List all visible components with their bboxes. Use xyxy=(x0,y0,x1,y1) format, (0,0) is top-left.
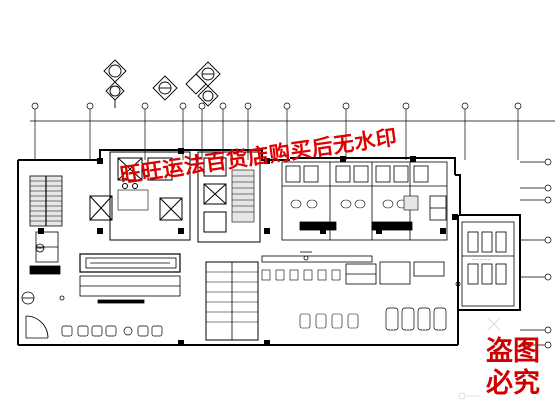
sinks xyxy=(290,195,419,211)
diamond-marker-3 xyxy=(195,61,221,107)
toilet-stalls xyxy=(285,165,429,183)
faint-marks xyxy=(458,317,501,400)
beds xyxy=(467,231,507,285)
structural-columns xyxy=(38,148,458,346)
stamp-line-1: 盗图 xyxy=(486,336,540,367)
svg-text:— — — — —: — — — — — xyxy=(472,257,491,261)
elevator-core xyxy=(89,151,191,241)
axis-grid-right xyxy=(520,158,552,349)
equipment-row-2 xyxy=(299,313,359,329)
restroom-block xyxy=(281,161,448,241)
diamond-marker-4 xyxy=(185,73,207,95)
diamond-marker-1 xyxy=(103,59,127,108)
corner-stamp: 盗图 必究 xyxy=(470,336,556,400)
right-treatment-room: — — — — — xyxy=(461,221,515,307)
treadmills xyxy=(385,307,447,331)
equipment-row-1 xyxy=(261,269,341,281)
left-stair xyxy=(29,175,63,275)
left-lobby xyxy=(21,243,181,339)
lounge-chairs xyxy=(61,325,163,337)
service-core xyxy=(197,151,261,243)
diamond-marker-2 xyxy=(152,75,178,101)
central-fitness-area xyxy=(205,251,461,341)
elevation-markers xyxy=(103,59,221,108)
stamp-line-2: 必究 xyxy=(486,368,540,399)
